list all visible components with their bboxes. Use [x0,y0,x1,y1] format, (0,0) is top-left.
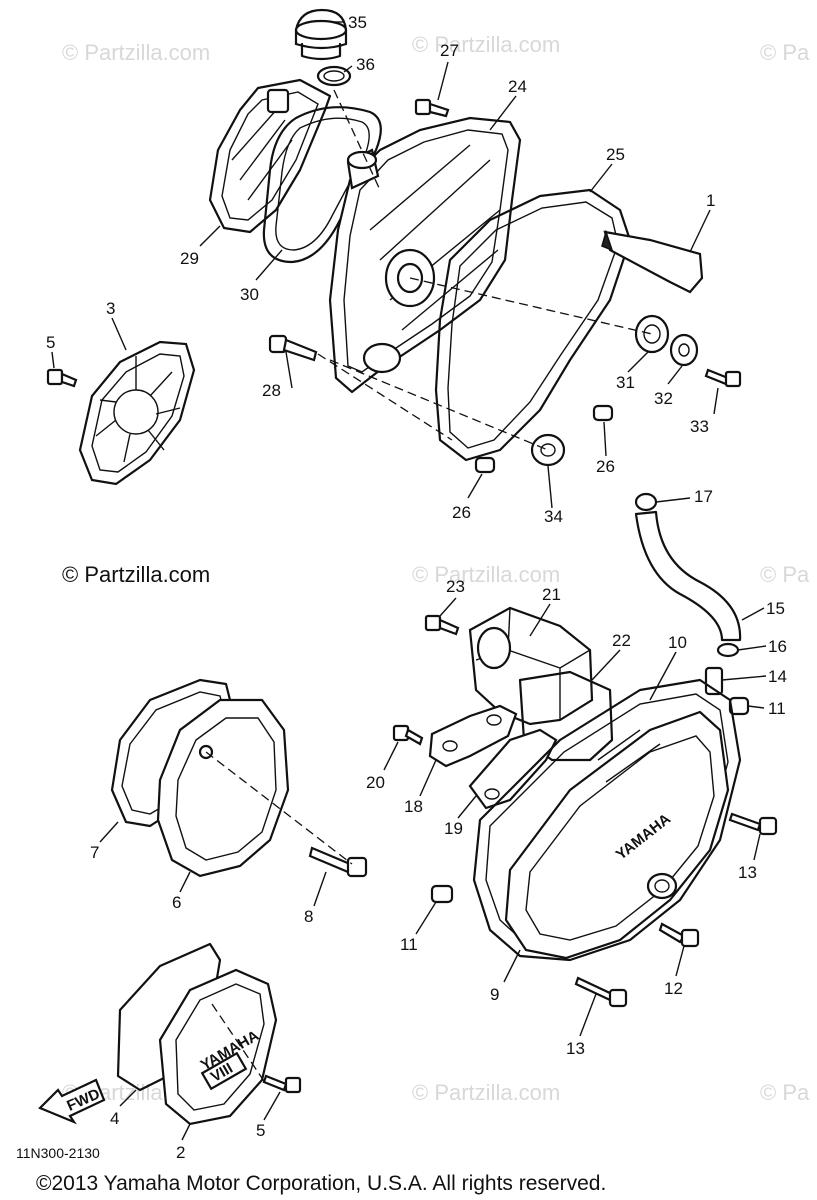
callout-23: 23 [446,577,465,596]
part-34-oil-level-gauge [530,433,566,467]
callout-17: 17 [694,487,713,506]
lower-leader-lines [99,497,767,1141]
part-23-bolt [424,614,460,636]
part-13-bolt-lower [574,976,628,1008]
part-16-clamp [716,642,740,658]
callout-numbers: 35 36 27 24 25 1 29 30 3 5 28 31 32 33 2… [46,13,787,1162]
callout-10: 10 [668,633,687,652]
callout-1: 1 [706,191,715,210]
part-3-cover-plate [78,340,196,486]
part-17-clamp [634,492,658,512]
callout-5-lower: 5 [256,1121,265,1140]
callout-3: 3 [106,299,115,318]
callout-15: 15 [766,599,785,618]
part-6-generator-cover [156,698,290,878]
watermark-6: © Pa [760,562,810,587]
callout-14: 14 [768,667,787,686]
part-35-oil-filler-cap [294,8,348,61]
callout-36: 36 [356,55,375,74]
watermark-5: © Partzilla.com [412,562,560,587]
watermarks: © Partzilla.com © Partzilla.com © Pa © P… [62,32,810,1105]
callout-28: 28 [262,381,281,400]
callout-20: 20 [366,773,385,792]
callout-6: 6 [172,893,181,912]
part-5-screw-lower [262,1074,302,1094]
part-15-hose [634,510,742,642]
callout-35: 35 [348,13,367,32]
part-27-bolt [414,98,450,118]
part-32-washer [669,333,699,367]
callout-22: 22 [612,631,631,650]
callout-33: 33 [690,417,709,436]
watermark-9: © Pa [760,1080,810,1105]
callout-16: 16 [768,637,787,656]
watermark-1: © Partzilla.com [62,40,210,65]
callout-26-left: 26 [452,503,471,522]
part-2-cover: YAMAHA VIII [158,968,278,1126]
part-24-crankcase-cover [328,116,522,394]
callout-24: 24 [508,77,527,96]
copyright-notice: ©2013 Yamaha Motor Corporation, U.S.A. A… [36,1172,606,1195]
callout-21: 21 [542,585,561,604]
part-20-bolt [392,724,424,746]
callout-31: 31 [616,373,635,392]
part-26-dowel-right [592,404,614,422]
callout-12: 12 [664,979,683,998]
part-5-screw-upper [46,368,78,388]
upper-alignment-lines [317,89,653,451]
callout-19: 19 [444,819,463,838]
callout-9: 9 [490,985,499,1004]
watermark-2: © Partzilla.com [412,32,560,57]
watermark-4: © Partzilla.com [62,562,210,587]
part-28-bolt [268,334,318,362]
part-31-oil-seal [634,314,670,354]
part-30-gasket [262,106,382,264]
part-29-outer-plate [208,78,332,234]
part-11-plug-lower [430,884,454,904]
callout-18: 18 [404,797,423,816]
callout-27: 27 [440,41,459,60]
part-26-dowel-left [474,456,496,474]
part-12-bolt [658,922,700,948]
callout-11-lower: 11 [400,935,418,954]
part-36-o-ring [316,65,352,87]
part-1-inspection-cap [601,229,704,294]
part-21-housing [468,606,594,726]
callout-8: 8 [304,907,313,926]
diagram-code: 11N300-2130 [16,1145,100,1161]
part-18-bracket [428,704,518,768]
part-33-bolt [704,368,742,388]
part-10-gasket [472,678,742,962]
part-13-bolt-upper [728,812,778,836]
callout-13-upper: 13 [738,863,757,882]
callout-26-right: 26 [596,457,615,476]
lower-alignment-lines [205,751,353,1085]
callout-4: 4 [110,1109,119,1128]
callout-29: 29 [180,249,199,268]
callout-2: 2 [176,1143,185,1162]
callout-7: 7 [90,843,99,862]
part-8-bolt [308,846,368,878]
watermark-8: © Partzilla.com [412,1080,560,1105]
part-25-cover-gasket [434,188,632,462]
callout-5-upper: 5 [46,333,55,352]
part-9-clutch-cover: YAMAHA [504,710,730,960]
callout-34: 34 [544,507,563,526]
callout-25: 25 [606,145,625,164]
callout-11-upper: 11 [768,699,786,718]
forward-direction-arrow: FWD [38,1078,106,1125]
callout-32: 32 [654,389,673,408]
callout-13-lower: 13 [566,1039,585,1058]
callout-30: 30 [240,285,259,304]
watermark-3: © Pa [760,40,810,65]
upper-leader-lines [51,21,719,509]
